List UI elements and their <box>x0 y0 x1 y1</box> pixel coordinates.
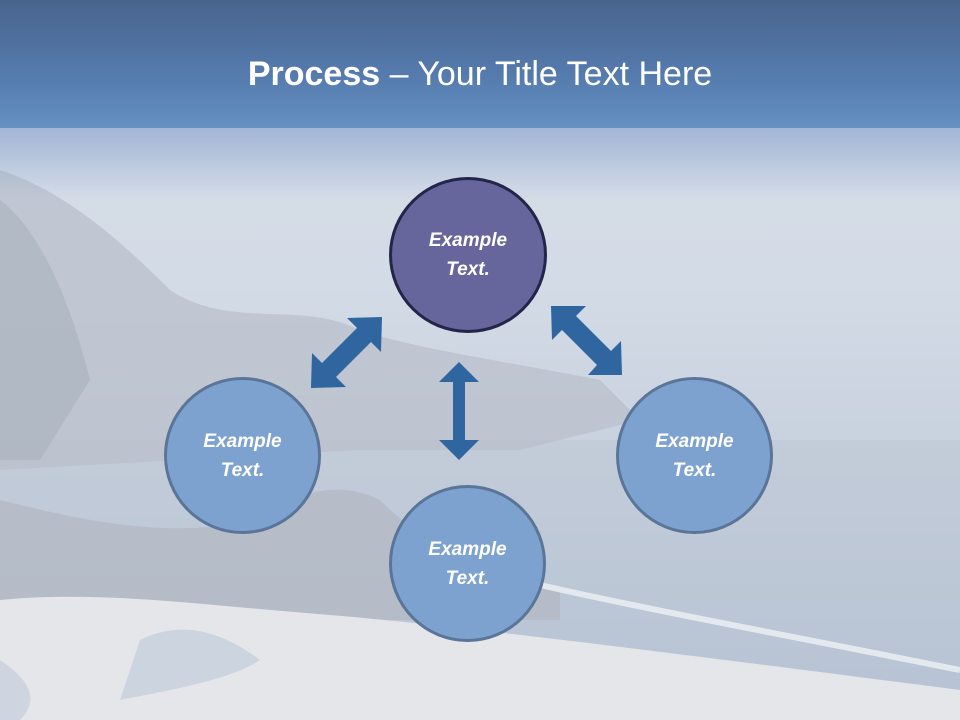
slide-title[interactable]: Process – Your Title Text Here <box>0 52 960 96</box>
node-label-line2: Text. <box>446 259 490 280</box>
double-arrow-icon-top-bottom[interactable] <box>439 362 479 460</box>
node-label-line2: Text. <box>672 459 717 481</box>
process-node-bottom[interactable]: Example Text. <box>389 485 546 642</box>
slide-title-rest: – Your Title Text Here <box>380 55 713 93</box>
process-node-top-text: Example Text. <box>429 226 507 284</box>
process-node-left-text: Example Text. <box>203 427 281 485</box>
slide-title-bold: Process <box>247 55 381 93</box>
process-node-left[interactable]: Example Text. <box>164 377 321 534</box>
node-label-line1: Example <box>428 230 508 251</box>
process-node-right-text: Example Text. <box>655 427 733 485</box>
node-label-line1: Example <box>203 430 282 452</box>
node-label-line2: Text. <box>445 567 490 589</box>
process-node-top[interactable]: Example Text. <box>389 177 547 333</box>
double-arrow-icon-top-right[interactable] <box>551 306 622 375</box>
process-node-bottom-text: Example Text. <box>428 535 506 593</box>
title-bar <box>0 0 960 128</box>
node-label-line1: Example <box>428 538 507 560</box>
node-label-line2: Text. <box>220 459 265 481</box>
double-arrow-icon-top-left[interactable] <box>311 317 382 388</box>
process-node-right[interactable]: Example Text. <box>616 377 773 534</box>
node-label-line1: Example <box>655 430 734 452</box>
